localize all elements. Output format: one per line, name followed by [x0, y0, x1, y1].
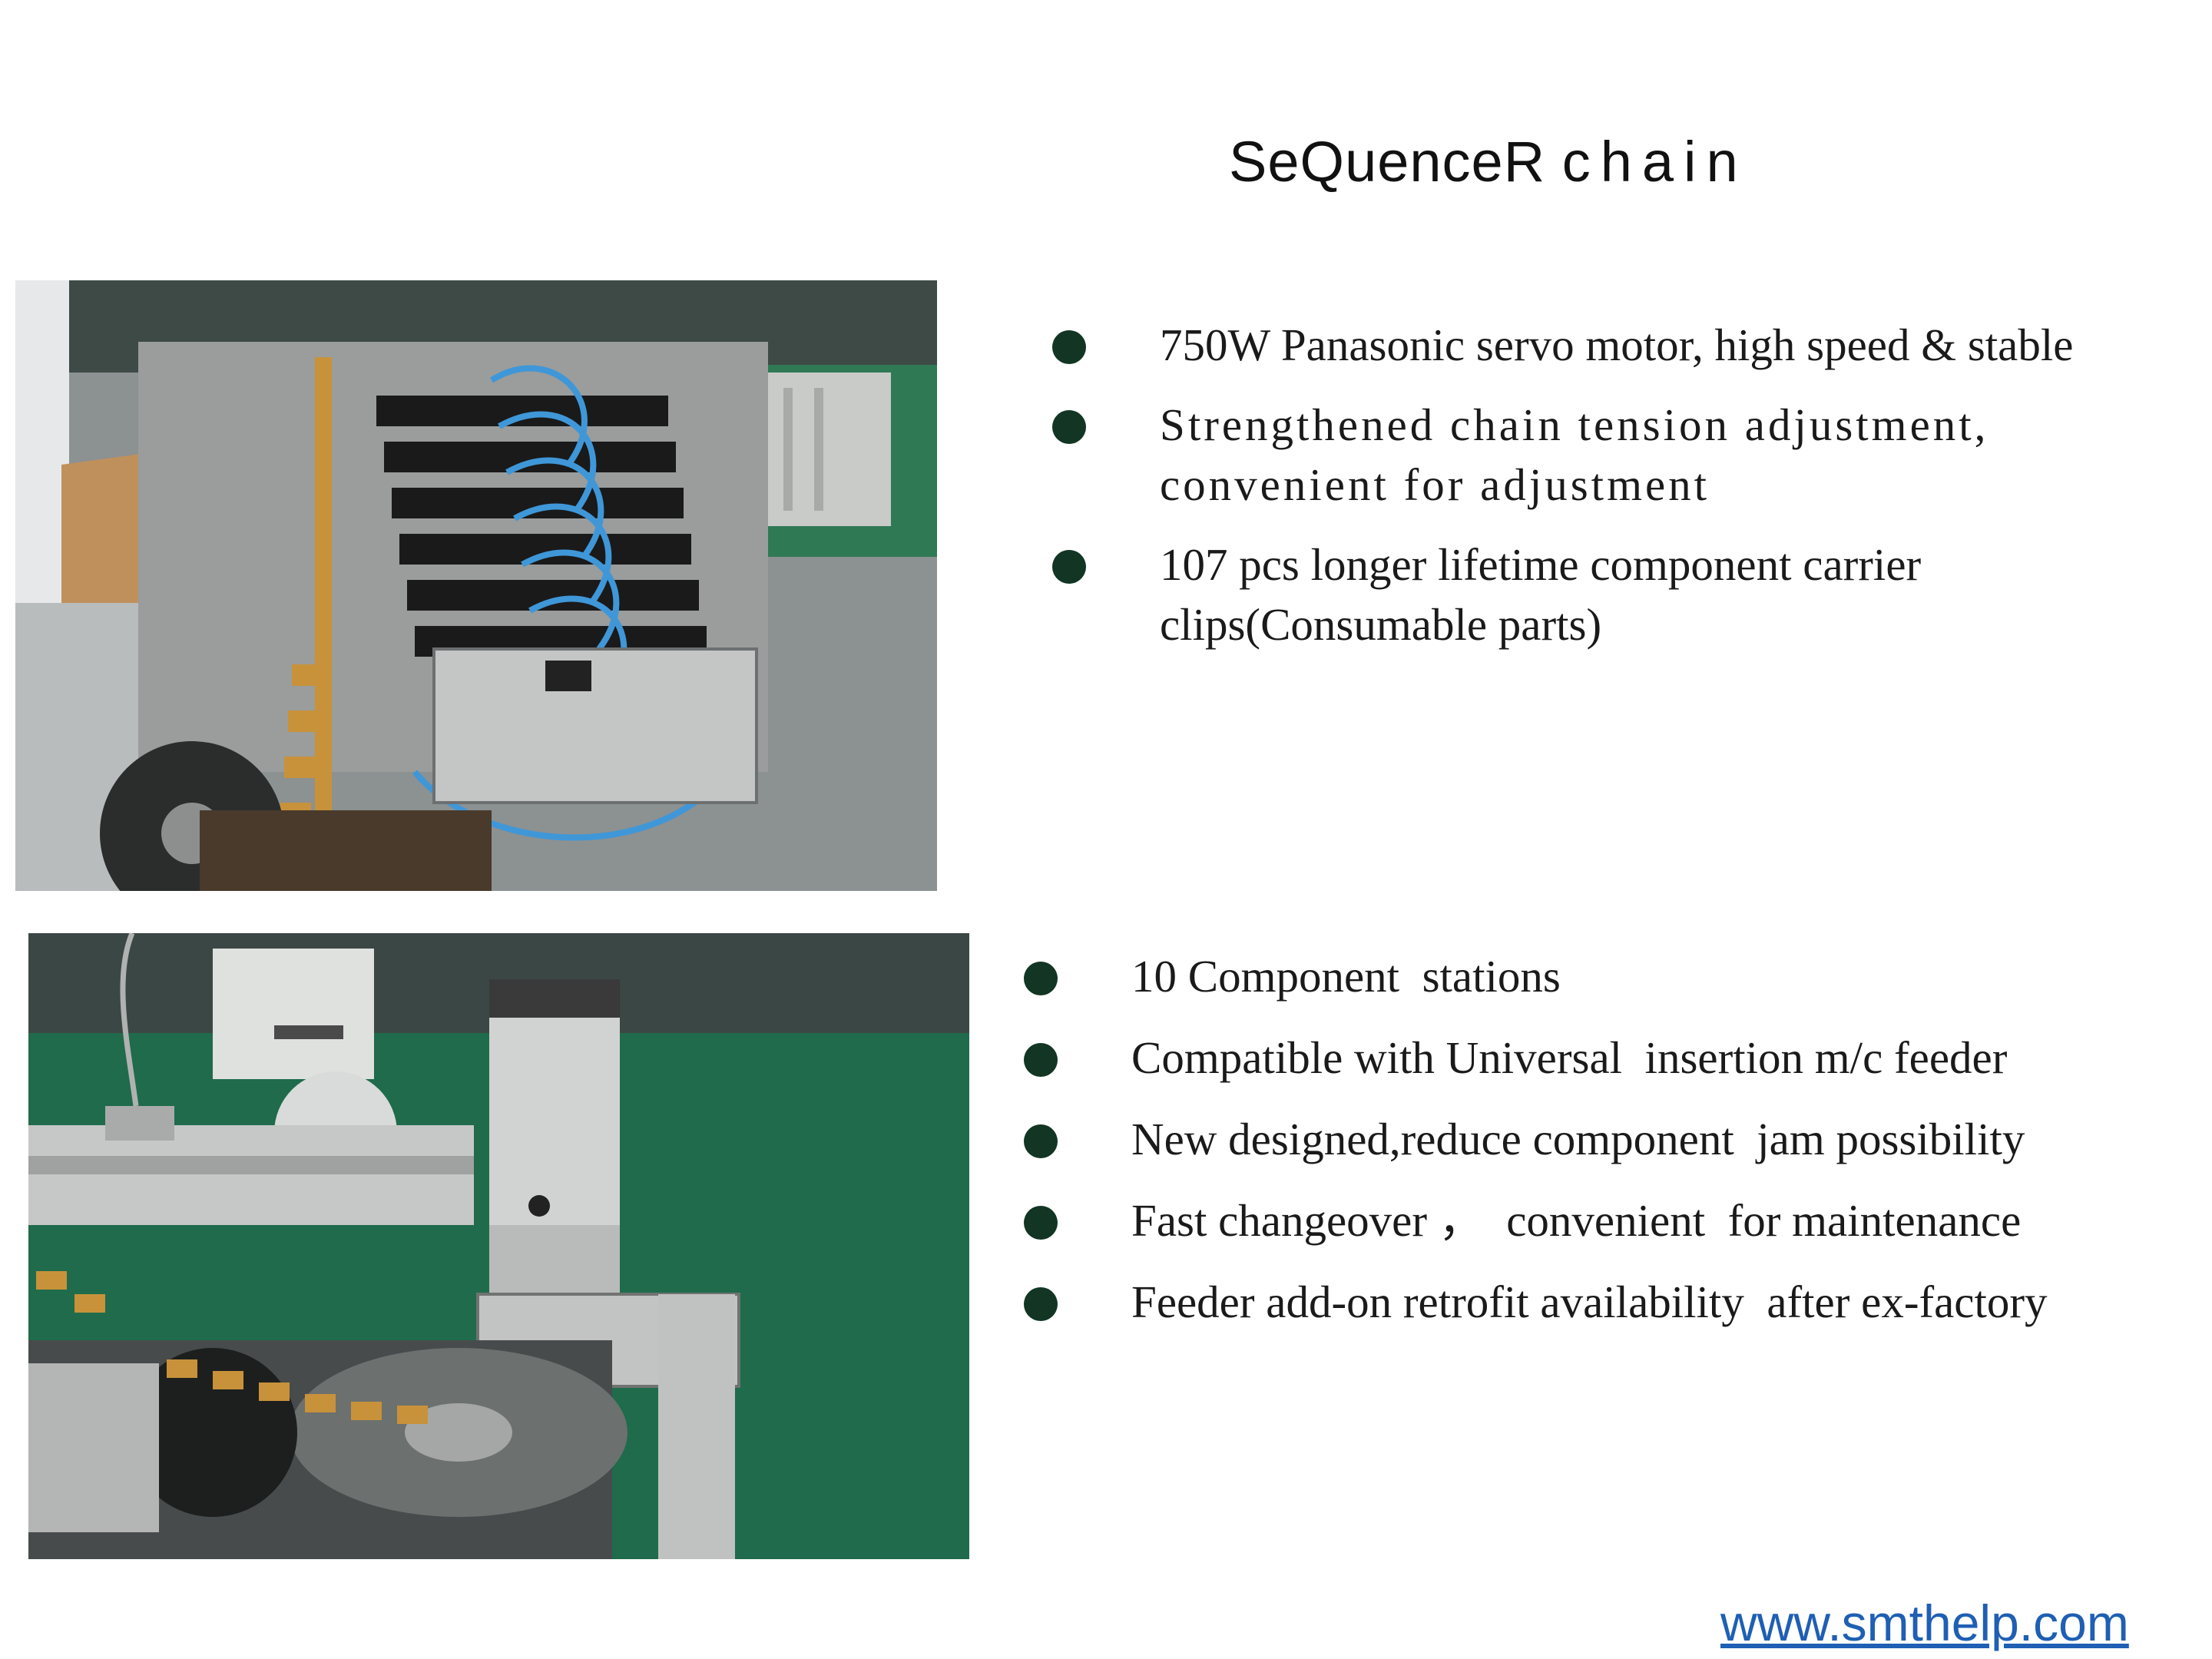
list-item: Compatible with Universal insertion m/c … — [1024, 1028, 2176, 1088]
bullet-dot-icon — [1024, 1043, 1058, 1077]
feature-list-chain: 750W Panasonic servo motor, high speed &… — [1052, 315, 2143, 674]
bullet-dot-icon — [1052, 550, 1086, 584]
website-link[interactable]: www.smthelp.com — [1720, 1594, 2129, 1651]
slide-title: SeQuenceR chain — [1229, 129, 1748, 194]
list-item: 750W Panasonic servo motor, high speed &… — [1052, 315, 2143, 375]
list-item: New designed,reduce component jam possib… — [1024, 1109, 2176, 1169]
bullet-dot-icon — [1024, 1206, 1058, 1240]
motor-drive-photo — [28, 933, 969, 1559]
bullet-text: Strengthened chain tension adjustment, c… — [1160, 399, 1989, 510]
list-item: Fast changeover ， convenient for mainten… — [1024, 1190, 2176, 1250]
list-item: 107 pcs longer lifetime component carrie… — [1052, 535, 2143, 654]
bullet-text: 10 Component stations — [1131, 951, 1561, 1002]
feature-list-stations: 10 Component stations Compatible with Un… — [1024, 946, 2176, 1353]
bullet-text: Feeder add-on retrofit availability afte… — [1131, 1277, 2048, 1327]
list-item: 10 Component stations — [1024, 946, 2176, 1006]
bullet-text: Fast changeover ， convenient for mainten… — [1131, 1195, 2022, 1246]
bullet-text: 750W Panasonic servo motor, high speed &… — [1160, 320, 2074, 370]
bullet-dot-icon — [1024, 1287, 1058, 1321]
bullet-dot-icon — [1024, 1124, 1058, 1158]
bullet-text: Compatible with Universal insertion m/c … — [1131, 1032, 2008, 1083]
title-word-chain: chain — [1561, 130, 1748, 194]
list-item: Feeder add-on retrofit availability afte… — [1024, 1272, 2176, 1332]
bullet-dot-icon — [1024, 962, 1058, 995]
sequencer-stations-photo — [15, 280, 937, 891]
title-word-sequencer: SeQuenceR — [1229, 130, 1546, 194]
bullet-dot-icon — [1052, 410, 1086, 444]
bullet-dot-icon — [1052, 330, 1086, 364]
bullet-text: 107 pcs longer lifetime component carrie… — [1160, 539, 1922, 650]
bullet-text: New designed,reduce component jam possib… — [1131, 1114, 2025, 1164]
list-item: Strengthened chain tension adjustment, c… — [1052, 395, 2143, 515]
